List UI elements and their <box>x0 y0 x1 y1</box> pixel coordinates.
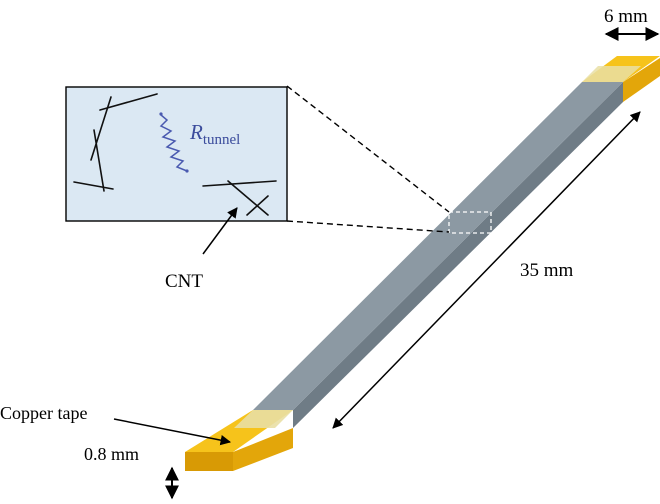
copper-bottom-front <box>185 452 233 471</box>
zoom-line-top <box>286 85 450 213</box>
cnt-pointer-arrow <box>202 207 238 255</box>
copper-tape-label: Copper tape <box>0 403 87 423</box>
r-tunnel-sub: tunnel <box>203 132 241 148</box>
r-tunnel-main: R <box>189 120 203 144</box>
copper-electrode-top <box>582 56 660 102</box>
inset-magnified-view: Rtunnel <box>65 86 288 222</box>
r-tunnel-label: Rtunnel <box>189 120 240 148</box>
strip-side-face <box>293 82 623 428</box>
strip-top-face <box>253 82 623 410</box>
copper-bottom-side <box>233 428 293 471</box>
copper-top-side <box>623 58 660 102</box>
copper-top-overlap <box>582 66 641 82</box>
inset-box <box>65 86 288 222</box>
length-label: 35 mm <box>520 260 574 281</box>
copper-electrode-bottom <box>185 410 293 471</box>
cnt-fibers <box>73 93 277 216</box>
zoom-line-bottom <box>286 220 450 233</box>
length-arrow <box>332 111 641 429</box>
copper-tape-arrow <box>113 418 232 446</box>
width-label: 6 mm <box>604 6 648 27</box>
copper-bottom-overlap <box>234 410 293 428</box>
tunnel-resistor <box>159 112 189 173</box>
cnt-composite-strip <box>253 82 623 428</box>
resistor-zigzag <box>159 114 188 172</box>
thickness-label: 0.8 mm <box>84 444 139 464</box>
cnt-label: CNT <box>165 271 203 292</box>
